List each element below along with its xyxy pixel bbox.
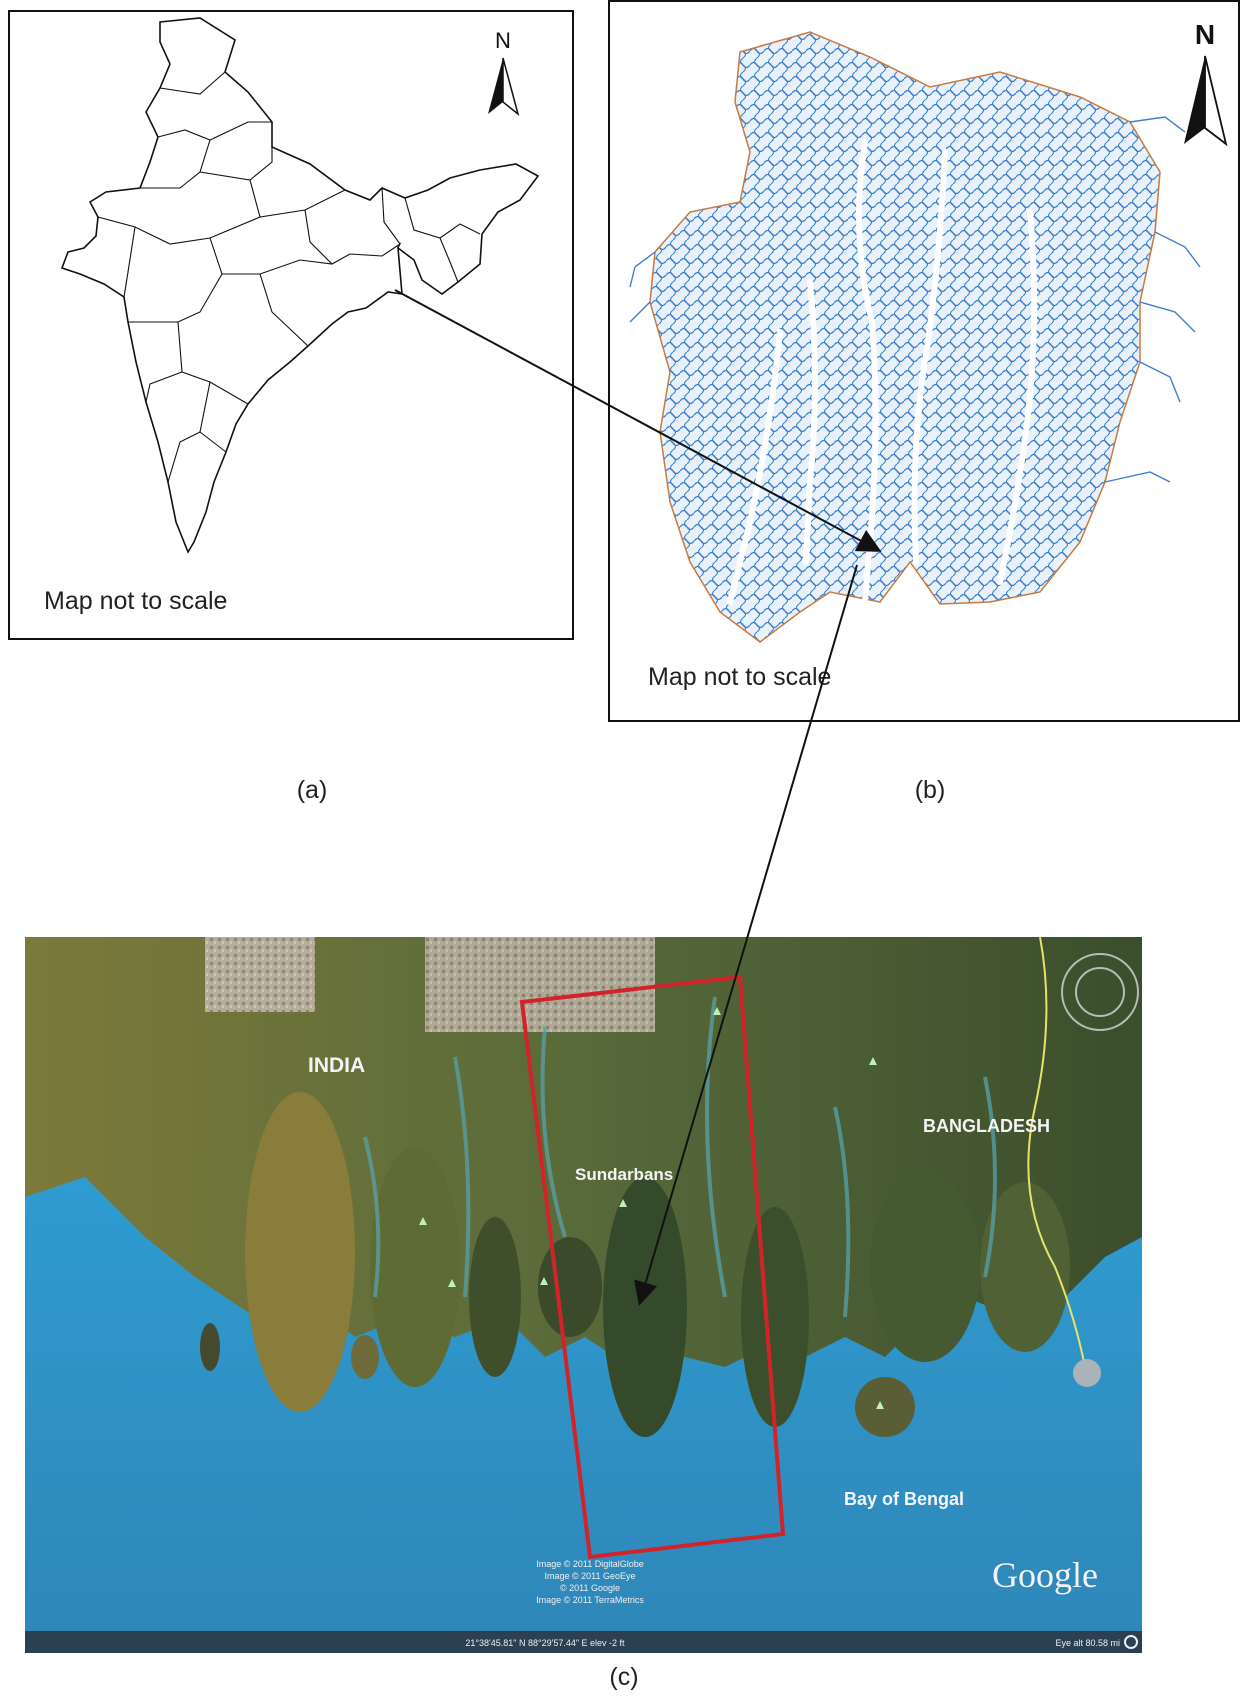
caption-b: (b) <box>914 776 946 804</box>
image-credit: Image © 2011 DigitalGlobe <box>536 1559 644 1569</box>
marker-circle <box>1073 1359 1101 1387</box>
status-bar <box>25 1631 1142 1653</box>
image-credit: Image © 2011 GeoEye <box>544 1571 635 1581</box>
label-india: INDIA <box>308 1054 365 1077</box>
india-outline <box>60 17 540 554</box>
map-scale-note: Map not to scale <box>44 587 228 615</box>
image-credit: © 2011 Google <box>560 1583 620 1593</box>
india-outline-map <box>60 17 540 554</box>
label-bay-of-bengal: Bay of Bengal <box>844 1489 964 1509</box>
satellite-view: INDIA BANGLADESH Sundarbans Bay of Benga… <box>25 937 1142 1653</box>
caption-a: (a) <box>296 776 328 804</box>
placemark-icons <box>419 1007 884 1409</box>
caption-c: (c) <box>609 1663 639 1691</box>
svg-text:N: N <box>1195 19 1215 50</box>
north-arrow-icon: N <box>1184 19 1228 147</box>
urban-area <box>205 937 315 1012</box>
delta-network-area <box>649 31 1161 643</box>
image-credit: Image © 2011 TerraMetrics <box>536 1595 644 1605</box>
river-network-map <box>629 31 1201 643</box>
north-arrow-icon: N <box>488 28 520 117</box>
label-sundarbans: Sundarbans <box>575 1165 673 1184</box>
svg-text:N: N <box>495 28 511 53</box>
border-line <box>1027 937 1086 1368</box>
map-scale-note: Map not to scale <box>648 663 832 691</box>
panel-c-satellite-image: INDIA BANGLADESH Sundarbans Bay of Benga… <box>25 937 1142 1653</box>
panel-b-river-network-map: N Map not to scale <box>608 0 1240 722</box>
navigation-compass-icon <box>1061 953 1139 1031</box>
google-logo: Google <box>992 1555 1098 1595</box>
eye-altitude: Eye alt 80.58 mi <box>1055 1638 1120 1648</box>
label-bangladesh: BANGLADESH <box>923 1116 1050 1136</box>
state-boundaries <box>97 71 481 483</box>
urban-area <box>425 937 655 1032</box>
coordinate-readout: 21°38'45.81" N 88°29'57.44" E elev -2 ft <box>465 1638 625 1648</box>
loading-spinner-icon <box>1124 1635 1138 1649</box>
panel-a-india-map: N Map not to scale <box>8 10 574 640</box>
